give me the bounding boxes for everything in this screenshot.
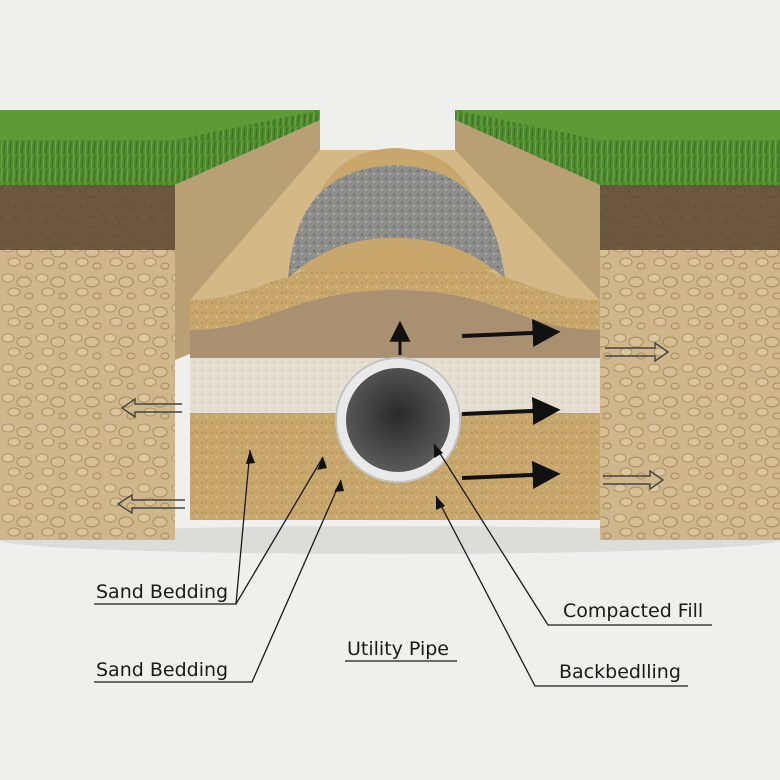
label-compacted-fill: Compacted Fill: [563, 600, 703, 622]
label-utility-pipe: Utility Pipe: [347, 638, 449, 660]
label-backbedding: Backbedlling: [559, 661, 681, 683]
label-sand-bedding-lower: Sand Bedding: [96, 659, 228, 681]
label-sand-bedding-upper: Sand Bedding: [96, 581, 228, 603]
utility-pipe: [336, 358, 460, 482]
